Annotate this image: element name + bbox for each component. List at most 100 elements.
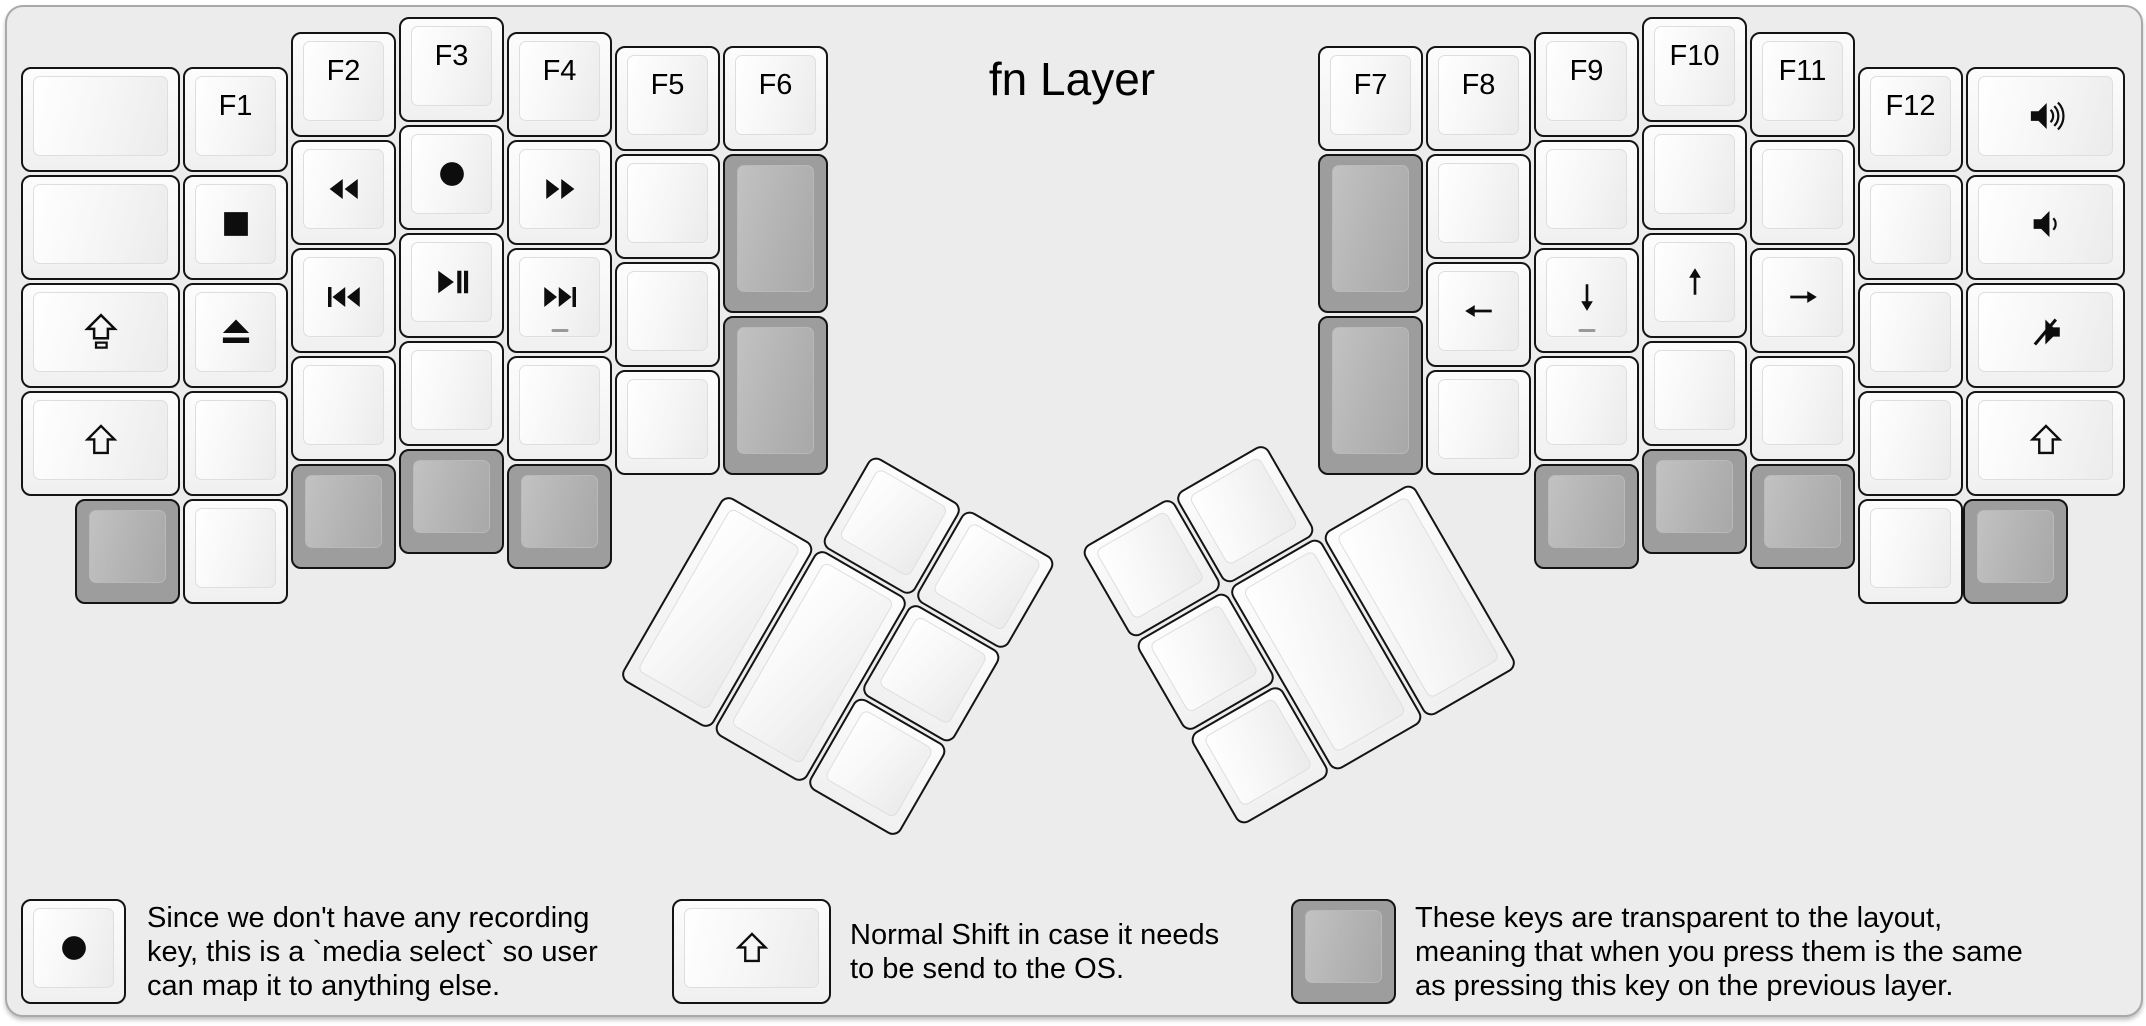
arrow-down-icon	[1570, 280, 1604, 314]
key-f4: F4	[507, 32, 612, 137]
key-vol-down	[1966, 175, 2125, 280]
eject-icon	[216, 312, 256, 352]
key-transparent	[1318, 154, 1423, 313]
key-blank	[1858, 283, 1963, 388]
keycap	[1762, 257, 1843, 337]
legend-text-record: Since we don't have any recording key, t…	[147, 902, 598, 1002]
key-blank	[399, 341, 504, 446]
keycap	[1764, 475, 1841, 548]
keycap	[1332, 327, 1409, 454]
key-arrow-left	[1426, 262, 1531, 367]
key-f1: F1	[183, 67, 288, 172]
key-blank	[21, 175, 180, 280]
keycap	[1978, 184, 2113, 264]
key-blank	[291, 356, 396, 461]
shift-icon	[2028, 422, 2064, 458]
keycap	[411, 350, 492, 430]
keycap	[519, 149, 600, 229]
keycap	[1870, 76, 1951, 156]
rewind-icon	[324, 169, 364, 209]
keycap	[1305, 910, 1382, 983]
key-f8: F8	[1426, 46, 1531, 151]
keycap	[1762, 365, 1843, 445]
key-prev	[291, 248, 396, 353]
shift-icon	[734, 930, 770, 966]
key-transparent	[507, 464, 612, 569]
keycap	[1870, 400, 1951, 480]
key-arrow-down	[1534, 248, 1639, 353]
keycap	[195, 292, 276, 372]
keycap	[1330, 55, 1411, 135]
keycap	[519, 257, 600, 337]
key-label: F11	[1778, 55, 1827, 87]
key-blank	[1750, 140, 1855, 245]
key-label: F12	[1885, 90, 1936, 122]
key-next	[507, 248, 612, 353]
keycap	[33, 908, 114, 988]
keycap	[195, 508, 276, 588]
keycap	[1977, 510, 2054, 583]
keycap	[737, 165, 814, 292]
keycap	[411, 242, 492, 322]
keycap	[305, 475, 382, 548]
playpause-icon	[432, 262, 472, 302]
keycap	[33, 184, 168, 264]
keycap	[521, 475, 598, 548]
ffwd-icon	[540, 169, 580, 209]
key-blank	[615, 262, 720, 367]
keycap	[1654, 242, 1735, 322]
keycap	[33, 400, 168, 480]
key-shift	[1966, 391, 2125, 496]
keycap	[303, 41, 384, 121]
key-f10: F10	[1642, 17, 1747, 122]
key-blank	[1534, 140, 1639, 245]
key-label: F9	[1569, 55, 1604, 87]
keycap	[1546, 365, 1627, 445]
key-label: F7	[1353, 69, 1388, 101]
stop-icon	[216, 204, 256, 244]
key-blank	[1858, 175, 1963, 280]
shift-icon	[83, 422, 119, 458]
keycap	[627, 55, 708, 135]
key-f5: F5	[615, 46, 720, 151]
key-blank	[615, 154, 720, 259]
keycap	[33, 76, 168, 156]
key-playpause	[399, 233, 504, 338]
key-shift	[21, 391, 180, 496]
key-f11: F11	[1750, 32, 1855, 137]
keycap	[519, 365, 600, 445]
key-transparent	[1291, 899, 1396, 1004]
key-f2: F2	[291, 32, 396, 137]
keycap	[195, 184, 276, 264]
key-transparent	[291, 464, 396, 569]
vol-up-icon	[2024, 94, 2068, 138]
keycap	[1332, 165, 1409, 292]
keycap	[411, 134, 492, 214]
arrow-left-icon	[1462, 294, 1496, 328]
key-label: F2	[326, 55, 361, 87]
keycap	[1978, 292, 2113, 372]
key-stop	[183, 175, 288, 280]
key-blank	[615, 370, 720, 475]
key-mute	[1966, 283, 2125, 388]
keycap	[1094, 510, 1206, 621]
capslock-icon	[81, 312, 121, 352]
key-transparent	[1642, 449, 1747, 554]
keycap	[627, 379, 708, 459]
keycap	[413, 460, 490, 533]
keycap	[1188, 456, 1299, 567]
keycap	[1548, 475, 1625, 548]
vol-down-icon	[2024, 202, 2068, 246]
keycap	[1656, 460, 1733, 533]
keycap	[627, 163, 708, 243]
arrow-right-icon	[1786, 280, 1820, 314]
key-label: F10	[1669, 40, 1720, 72]
keycap	[195, 400, 276, 480]
keycap	[1654, 350, 1735, 430]
keycap	[1870, 184, 1951, 264]
keycap	[411, 26, 492, 106]
keycap	[303, 257, 384, 337]
keycap	[627, 271, 708, 351]
keycap	[838, 467, 949, 578]
